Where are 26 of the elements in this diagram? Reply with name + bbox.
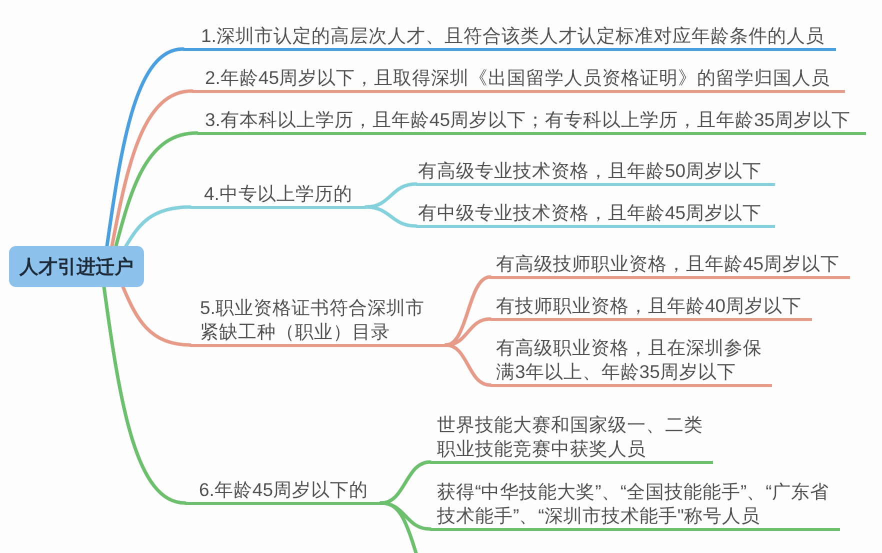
branch-topic: 3.有本科以上学历，且年龄45周岁以下；有专科以上学历，且年龄35周岁以下 (197, 108, 866, 135)
branch-topic: 获得“中华技能大奖”、“全国技能能手”、“广东省技术能手”、“深圳市技术能手"称号人员 (430, 480, 840, 531)
branch-line (110, 89, 194, 248)
branch-topic: 有中级专业技术资格，且年龄45周岁以下 (416, 200, 775, 228)
branch-line (364, 205, 418, 228)
branch-topic: 2.年龄45周岁以下，且取得深圳《出国留学人员资格证明》的留学归国人员 (192, 66, 845, 93)
branch-line (105, 47, 185, 248)
branch-topic: 4.中专以上学历的 (190, 182, 366, 209)
branch-topic: 1.深圳市认定的高层次人才、且符合该类人才认定标准对应年龄条件的人员 (183, 24, 836, 51)
branch-line (444, 317, 492, 347)
branch-topic: 6.年龄45周岁以下的 (185, 478, 381, 505)
branch-line (114, 131, 199, 248)
branch-line (364, 182, 418, 209)
branch-topic: 有高级职业资格，且在深圳参保满3年以上、年龄35周岁以下 (490, 336, 772, 387)
branch-line (102, 285, 187, 505)
branch-topic: 世界技能大赛和国家级一、二类职业技能竞赛中获奖人员 (430, 412, 713, 464)
branch-line (124, 205, 192, 248)
central-topic-box: 人才引进迁户 (9, 246, 144, 287)
branch-topic: 有技师职业资格，且年龄40周岁以下 (490, 294, 812, 321)
branch-line (121, 285, 192, 347)
branch-topic: 5.职业资格证书符合深圳市紧缺工种（职业）目录 (190, 296, 446, 347)
branch-line (379, 460, 432, 505)
branch-line (444, 343, 492, 387)
branch-topic: 有高级专业技术资格，且年龄50周岁以下 (416, 158, 775, 186)
branch-topic: 有高级技师职业资格，且年龄45周岁以下 (490, 252, 850, 279)
branch-line (379, 501, 418, 553)
